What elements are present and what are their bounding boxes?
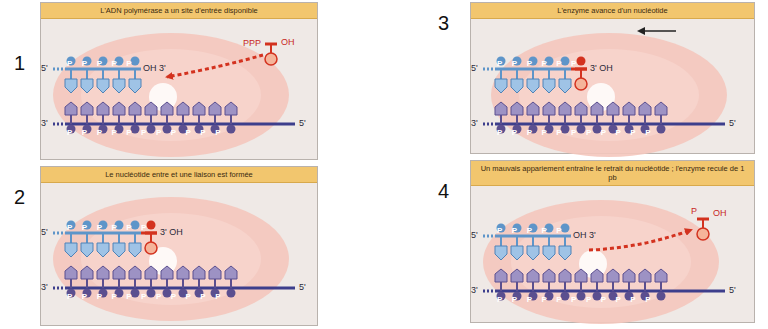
strand-label: OH 3' xyxy=(143,63,166,74)
polymerase-illustration xyxy=(41,19,317,159)
phosphate-row: P P P P P P xyxy=(497,58,580,69)
step-heading: Le nucléotide entre et une liaison est f… xyxy=(41,167,317,183)
strand-label: 3' xyxy=(41,282,48,293)
strand-label: 3' xyxy=(41,118,48,129)
phosphate-row: P P P P P xyxy=(67,58,135,69)
strand-label: 5' xyxy=(299,282,306,293)
strand-label: OH 3' xyxy=(573,230,596,241)
step-panel: L'ADN polymérase a un site d'entrée disp… xyxy=(40,2,318,160)
strand-label: OH xyxy=(281,37,295,48)
phosphate-row: P P P P P P P P P P P xyxy=(497,127,654,138)
strand-label: OH xyxy=(713,208,727,219)
strand-label: 5' xyxy=(471,63,478,74)
polymerase-illustration xyxy=(471,186,754,326)
strand-label: 3' xyxy=(471,285,478,296)
step-heading: Un mauvais appariement entraîne le retra… xyxy=(471,161,754,186)
callout-number: 1 xyxy=(14,52,25,74)
strand-label: 5' xyxy=(41,227,48,238)
callout-number: 3 xyxy=(438,12,449,34)
step-panel: Un mauvais appariement entraîne le retra… xyxy=(470,160,755,323)
strand-label: 5' xyxy=(729,285,736,296)
phosphate-row: P P P P P P P P P P P xyxy=(67,291,224,302)
polymerase-illustration xyxy=(471,19,754,159)
phosphate-row: P P P P P P P P P P P xyxy=(67,127,224,138)
strand-label: 5' xyxy=(299,118,306,129)
step-heading: L'ADN polymérase a un site d'entrée disp… xyxy=(41,3,317,19)
strand-label: 5' xyxy=(471,230,478,241)
strand-label: 5' xyxy=(41,63,48,74)
step-panel: Le nucléotide entre et une liaison est f… xyxy=(40,166,318,326)
strand-label: 3' OH xyxy=(160,227,183,238)
strand-label: PPP xyxy=(243,38,261,49)
strand-label: P xyxy=(691,206,697,217)
phosphate-row: P P P P P P xyxy=(67,222,150,233)
polymerase-illustration xyxy=(41,183,317,323)
phosphate-row: P P P P P P P P P P P xyxy=(497,294,654,305)
strand-label: 3' xyxy=(471,118,478,129)
strand-label: 5' xyxy=(729,118,736,129)
step-panel: L'enzyme avance d'un nucléotide 5' P P P P… xyxy=(470,2,755,154)
step-heading: L'enzyme avance d'un nucléotide xyxy=(471,3,754,19)
callout-number: 2 xyxy=(14,186,25,208)
callout-number: 4 xyxy=(438,180,449,202)
phosphate-row: P P P P P xyxy=(497,225,565,236)
strand-label: 3' OH xyxy=(590,63,613,74)
